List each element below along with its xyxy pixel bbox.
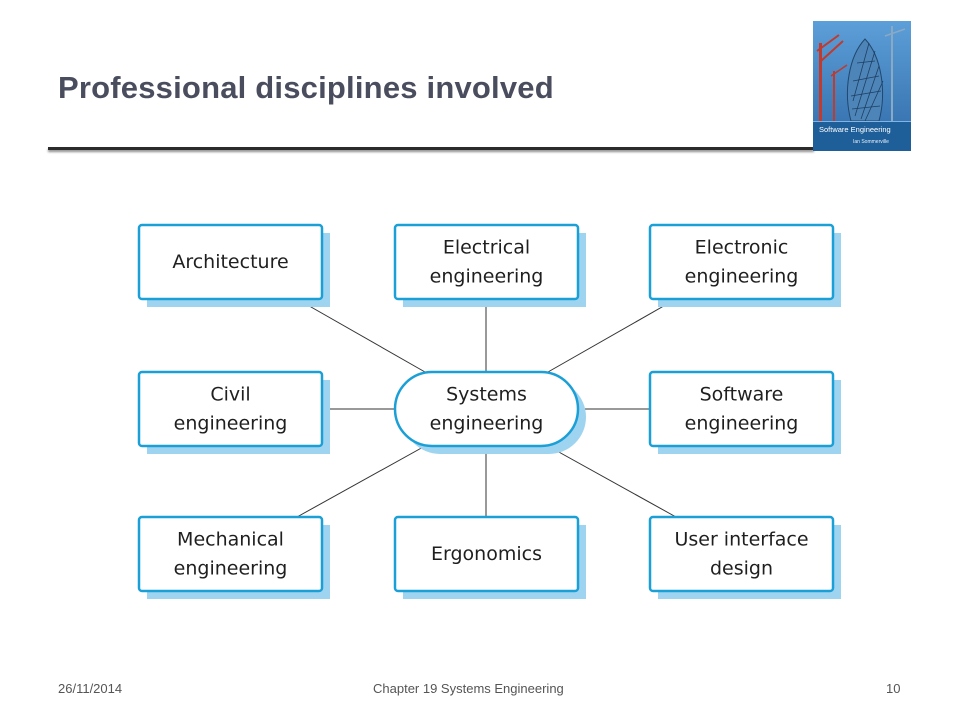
node-label-electrical-2: engineering (430, 266, 544, 288)
node-ui: User interface design (650, 517, 841, 599)
node-label-mechanical-1: Mechanical (177, 529, 284, 551)
node-ergonomics: Ergonomics (395, 517, 586, 599)
node-mechanical: Mechanical engineering (139, 517, 330, 599)
page-number: 10 (886, 681, 900, 696)
node-label-systems-2: engineering (430, 413, 544, 435)
node-civil: Civil engineering (139, 372, 330, 454)
node-label-ergonomics-1: Ergonomics (431, 543, 542, 565)
node-label-software-1: Software (700, 384, 784, 406)
node-electrical: Electrical engineering (395, 225, 586, 307)
node-label-ui-2: design (710, 558, 773, 580)
connector-ui (548, 446, 676, 517)
node-label-ui-1: User interface (674, 529, 808, 551)
footer-date: 26/11/2014 (58, 681, 122, 696)
node-label-mechanical-2: engineering (174, 558, 288, 580)
node-label-software-2: engineering (685, 413, 799, 435)
node-label-systems-1: Systems (446, 384, 527, 406)
node-label-electronic-2: engineering (685, 266, 799, 288)
connector-mechanical (297, 446, 425, 517)
node-software: Software engineering (650, 372, 841, 454)
node-electronic: Electronic engineering (650, 225, 841, 307)
node-label-civil-1: Civil (210, 384, 250, 406)
node-label-electronic-1: Electronic (695, 237, 789, 259)
node-label-electrical-1: Electrical (443, 237, 530, 259)
node-label-civil-2: engineering (174, 413, 288, 435)
node-systems: Systems engineering (395, 372, 586, 454)
node-architecture: Architecture (139, 225, 330, 307)
footer-chapter: Chapter 19 Systems Engineering (373, 681, 564, 696)
connector-architecture (297, 299, 425, 372)
node-label-architecture-1: Architecture (172, 251, 288, 273)
connector-electronic (548, 299, 676, 372)
